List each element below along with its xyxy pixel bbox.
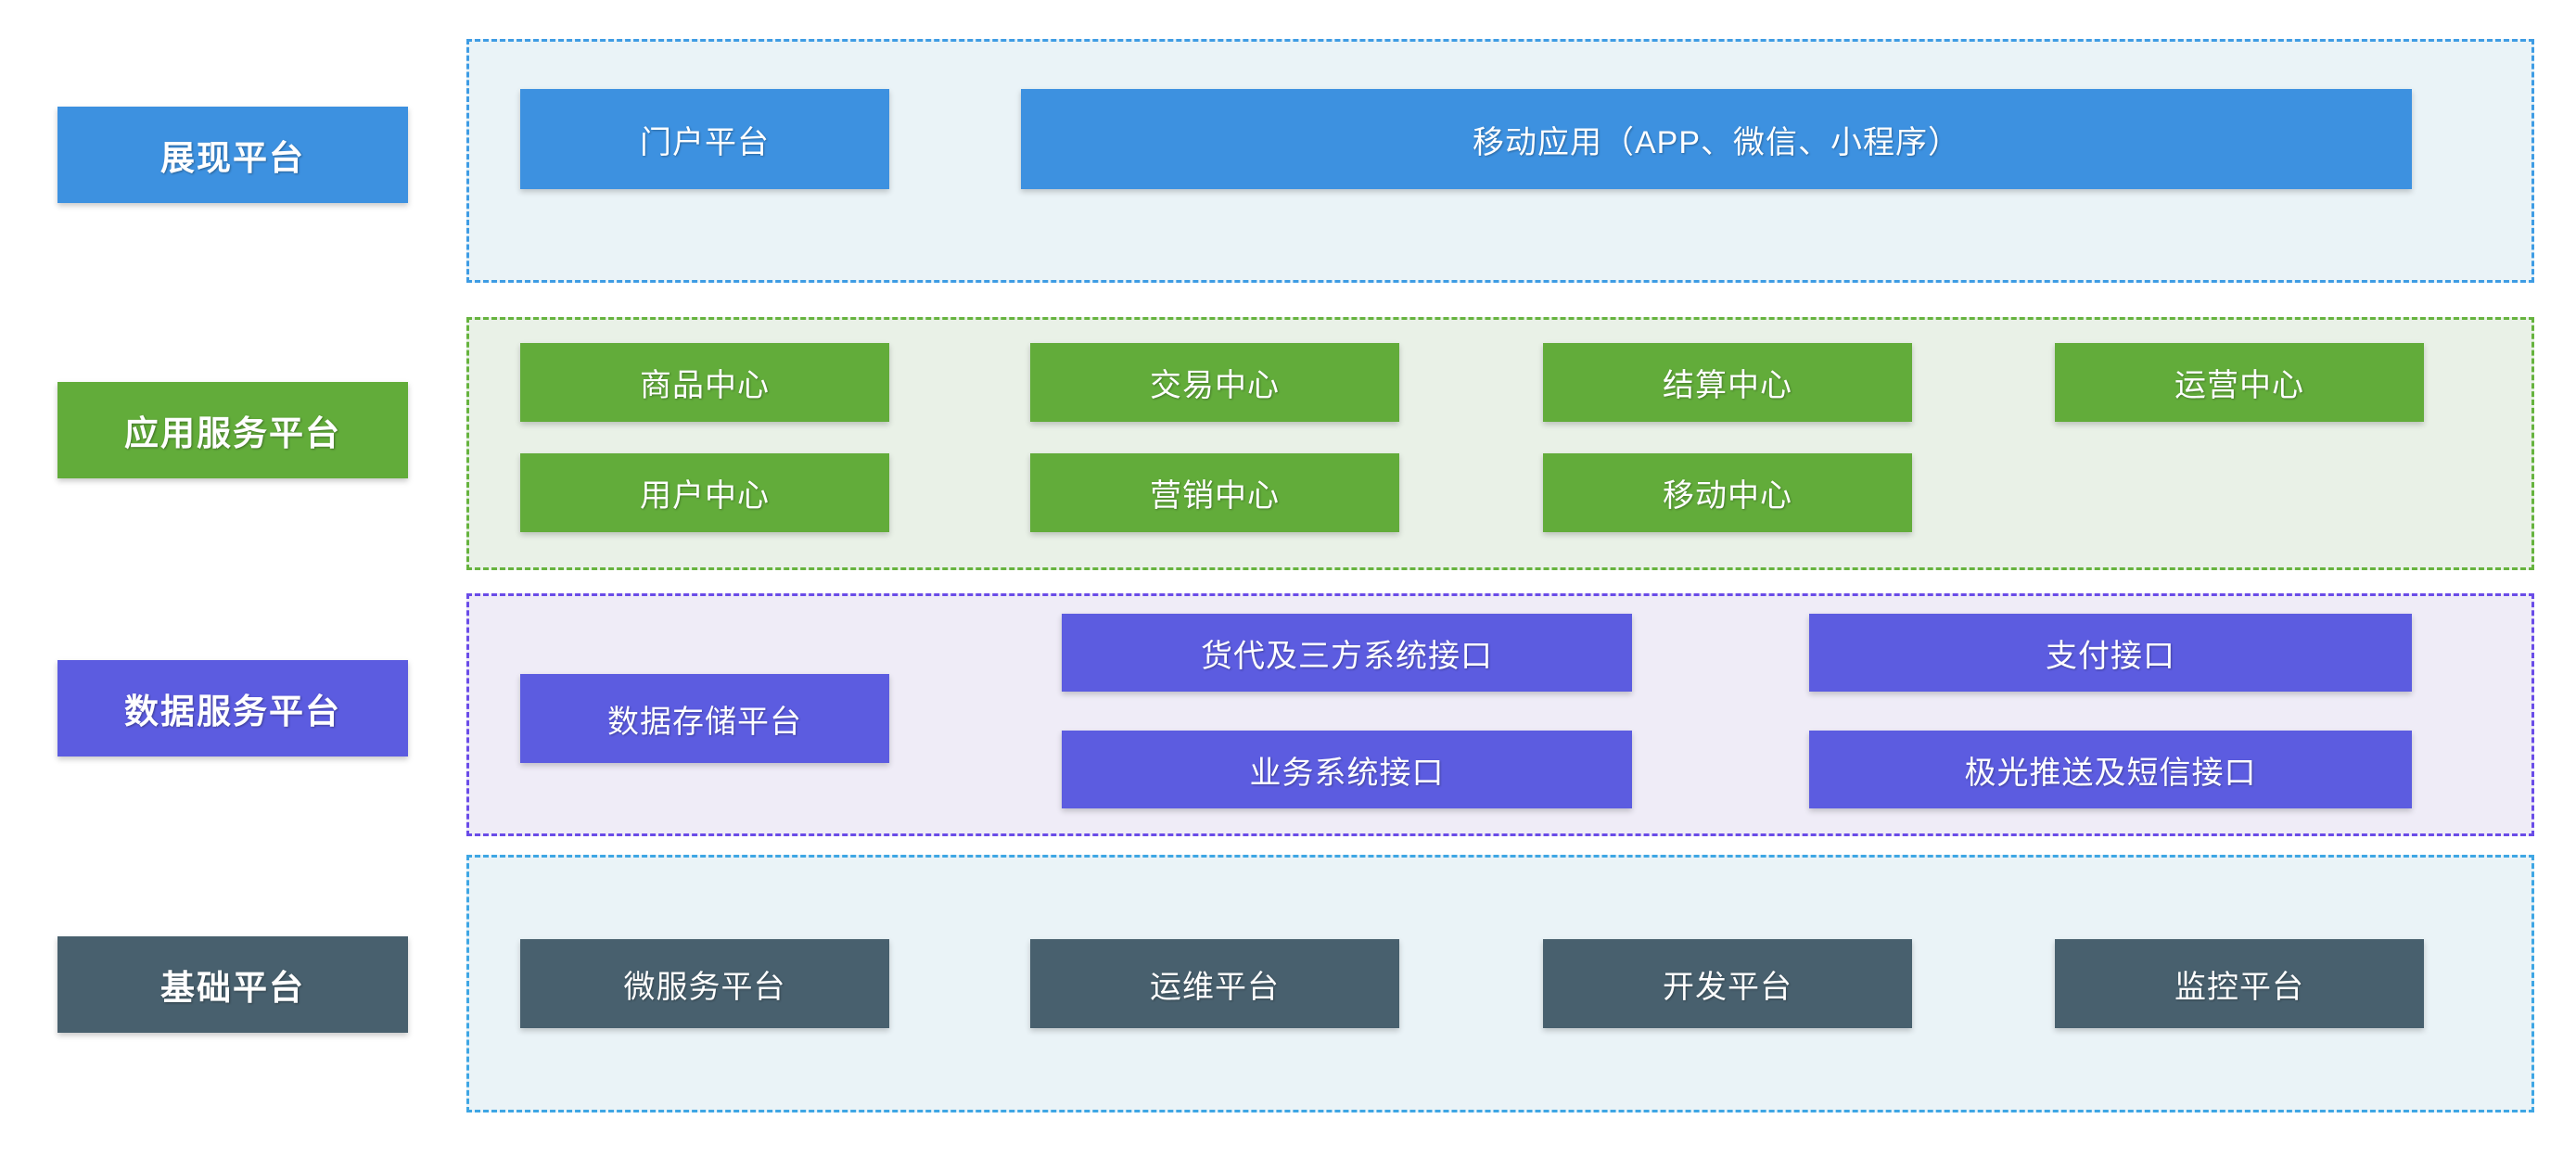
node-marketing-center[interactable]: 营销中心 xyxy=(1030,453,1399,532)
layer-container-data: 数据存储平台 货代及三方系统接口 支付接口 业务系统接口 极光推送及短信接口 xyxy=(466,593,2534,836)
node-data-storage-platform[interactable]: 数据存储平台 xyxy=(520,674,889,763)
layer-label-data: 数据服务平台 xyxy=(57,660,408,756)
node-microservice-platform[interactable]: 微服务平台 xyxy=(520,939,889,1028)
node-transaction-center[interactable]: 交易中心 xyxy=(1030,343,1399,422)
layer-label-infrastructure: 基础平台 xyxy=(57,936,408,1033)
node-monitoring-platform[interactable]: 监控平台 xyxy=(2055,939,2424,1028)
layer-label-presentation: 展现平台 xyxy=(57,107,408,203)
node-ops-platform[interactable]: 运维平台 xyxy=(1030,939,1399,1028)
node-business-system-interface[interactable]: 业务系统接口 xyxy=(1062,731,1632,808)
node-push-sms-interface[interactable]: 极光推送及短信接口 xyxy=(1809,731,2412,808)
node-mobile-application[interactable]: 移动应用（APP、微信、小程序） xyxy=(1021,89,2412,189)
layer-label-application: 应用服务平台 xyxy=(57,382,408,478)
node-mobile-center[interactable]: 移动中心 xyxy=(1543,453,1912,532)
node-freight-third-party-interface[interactable]: 货代及三方系统接口 xyxy=(1062,614,1632,692)
node-portal-platform[interactable]: 门户平台 xyxy=(520,89,889,189)
node-settlement-center[interactable]: 结算中心 xyxy=(1543,343,1912,422)
node-development-platform[interactable]: 开发平台 xyxy=(1543,939,1912,1028)
node-payment-interface[interactable]: 支付接口 xyxy=(1809,614,2412,692)
node-user-center[interactable]: 用户中心 xyxy=(520,453,889,532)
node-operation-center[interactable]: 运营中心 xyxy=(2055,343,2424,422)
layer-container-presentation: 门户平台 移动应用（APP、微信、小程序） xyxy=(466,39,2534,283)
layer-container-infrastructure: 微服务平台 运维平台 开发平台 监控平台 xyxy=(466,855,2534,1112)
layer-container-application: 商品中心 交易中心 结算中心 运营中心 用户中心 营销中心 移动中心 xyxy=(466,317,2534,570)
node-product-center[interactable]: 商品中心 xyxy=(520,343,889,422)
